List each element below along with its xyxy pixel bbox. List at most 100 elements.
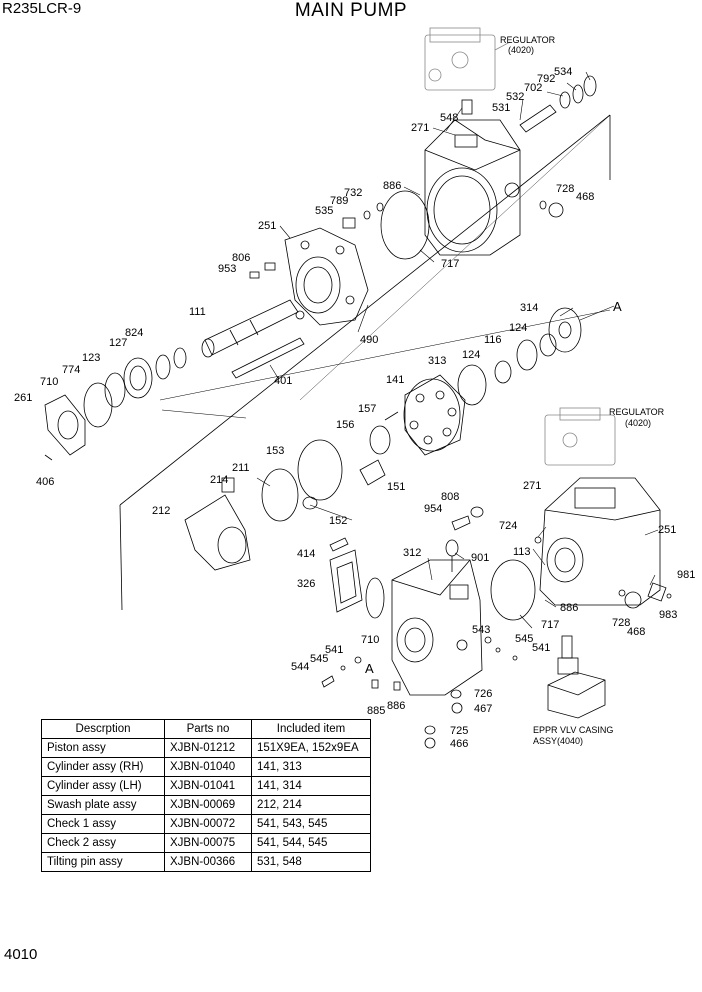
part-label: 314 — [520, 302, 538, 314]
small-parts-535 — [342, 200, 564, 229]
check-parts — [321, 636, 518, 749]
rod-401-part — [231, 337, 305, 379]
part-label: 153 — [266, 445, 284, 457]
part-label: 717 — [441, 258, 459, 270]
swash-plate-212-part — [184, 477, 251, 571]
part-label: 543 — [472, 624, 490, 636]
included-item-cell: 141, 314 — [251, 776, 371, 796]
part-label: 725 — [450, 725, 468, 737]
part-label: 313 — [428, 355, 446, 367]
parts-981-983 — [618, 582, 672, 609]
part-label: 467 — [474, 703, 492, 715]
part-label: 326 — [297, 578, 315, 590]
part-label: 535 — [315, 205, 333, 217]
regulator-right-ref: (4020) — [625, 418, 651, 428]
piston-151-part — [359, 459, 386, 486]
part-label: 271 — [523, 480, 541, 492]
leader-lines — [161, 71, 659, 629]
part-label: 401 — [274, 375, 292, 387]
parts-808-954-901 — [445, 506, 484, 572]
shoe-152-part — [302, 496, 318, 510]
included-item-cell: 151X9EA, 152x9EA — [251, 738, 371, 758]
part-label: 414 — [297, 548, 315, 560]
parts-no-cell: XJBN-00072 — [164, 814, 252, 834]
shoe-plate-153-part — [297, 439, 343, 501]
included-item-cell: 541, 543, 545 — [251, 814, 371, 834]
part-label: 111 — [189, 306, 206, 318]
description-cell: Check 1 assy — [41, 814, 165, 834]
guide-line — [119, 504, 123, 611]
part-label: 541 — [532, 642, 550, 654]
part-label: 806 — [232, 252, 250, 264]
part-label: 123 — [82, 352, 100, 364]
o-ring-717-part — [380, 190, 430, 260]
part-label: 728 — [556, 183, 574, 195]
part-label: 124 — [509, 322, 527, 334]
part-label: 717 — [541, 619, 559, 631]
bolt-414-part — [329, 537, 349, 552]
page-number: 4010 — [4, 946, 38, 963]
spherical-parts-156-157 — [369, 411, 399, 455]
table-row: Swash plate assy XJBN-00069 212, 214 — [41, 795, 371, 815]
part-label: 271 — [411, 122, 429, 134]
part-label: 901 — [471, 552, 489, 564]
part-label: 724 — [499, 520, 517, 532]
part-label: 981 — [677, 569, 695, 581]
eppr-valve-part — [547, 635, 606, 719]
part-label: 953 — [218, 263, 236, 275]
parts-no-cell: XJBN-00075 — [164, 833, 252, 853]
parts-no-cell: XJBN-00366 — [164, 852, 252, 872]
part-label: 211 — [232, 462, 250, 474]
eppr-ref: ASSY(4040) — [533, 736, 583, 746]
part-label: 261 — [14, 392, 32, 404]
part-label: 545 — [515, 633, 533, 645]
part-label: 251 — [658, 524, 676, 536]
valve-block-312-part — [391, 559, 483, 696]
guide-line — [119, 114, 611, 506]
part-label: 116 — [484, 334, 502, 346]
part-label: 732 — [344, 187, 362, 199]
description-cell: Piston assy — [41, 738, 165, 758]
part-label: 792 — [537, 73, 555, 85]
part-label: 212 — [152, 505, 170, 517]
header-parts-no: Parts no — [164, 719, 252, 739]
table-row: Check 2 assy XJBN-00075 541, 544, 545 — [41, 833, 371, 853]
marker-a-bottom: A — [365, 661, 374, 676]
part-label: 710 — [361, 634, 379, 646]
part-label: 545 — [310, 653, 328, 665]
valve-plate-parts — [457, 307, 582, 406]
model-name: R235LCR-9 — [2, 0, 82, 17]
table-row: Piston assy XJBN-01212 151X9EA, 152x9EA — [41, 738, 371, 758]
included-item-cell: 541, 544, 545 — [251, 833, 371, 853]
pins-806-953 — [249, 262, 276, 279]
guide-line — [299, 114, 611, 401]
parts-no-cell: XJBN-01212 — [164, 738, 252, 758]
part-label: 983 — [659, 609, 677, 621]
included-item-cell: 141, 313 — [251, 757, 371, 777]
part-label: 789 — [330, 195, 348, 207]
regulator-right-part — [544, 407, 616, 466]
part-label: 886 — [383, 180, 401, 192]
part-label: 544 — [291, 661, 309, 673]
parts-no-cell: XJBN-01040 — [164, 757, 252, 777]
description-cell: Swash plate assy — [41, 795, 165, 815]
part-label: 157 — [358, 403, 376, 415]
table-header-row: Descrption Parts no Included item — [41, 719, 371, 739]
part-label: 141 — [386, 374, 404, 386]
included-item-cell: 531, 548 — [251, 852, 371, 872]
cover-251-part — [284, 227, 369, 326]
regulator-top-label: REGULATOR — [500, 35, 556, 45]
part-label: 824 — [125, 327, 143, 339]
part-label: 534 — [554, 66, 572, 78]
parts-no-cell: XJBN-00069 — [164, 795, 252, 815]
part-label: 728 — [612, 617, 630, 629]
shaft-111-part — [201, 299, 299, 358]
part-label: 886 — [387, 700, 405, 712]
table-row: Check 1 assy XJBN-00072 541, 543, 545 — [41, 814, 371, 834]
o-ring-717-lower-part — [490, 559, 536, 621]
part-label: 127 — [109, 337, 127, 349]
part-label: 885 — [367, 705, 385, 717]
part-label: 532 — [506, 91, 524, 103]
included-item-cell: 212, 214 — [251, 795, 371, 815]
